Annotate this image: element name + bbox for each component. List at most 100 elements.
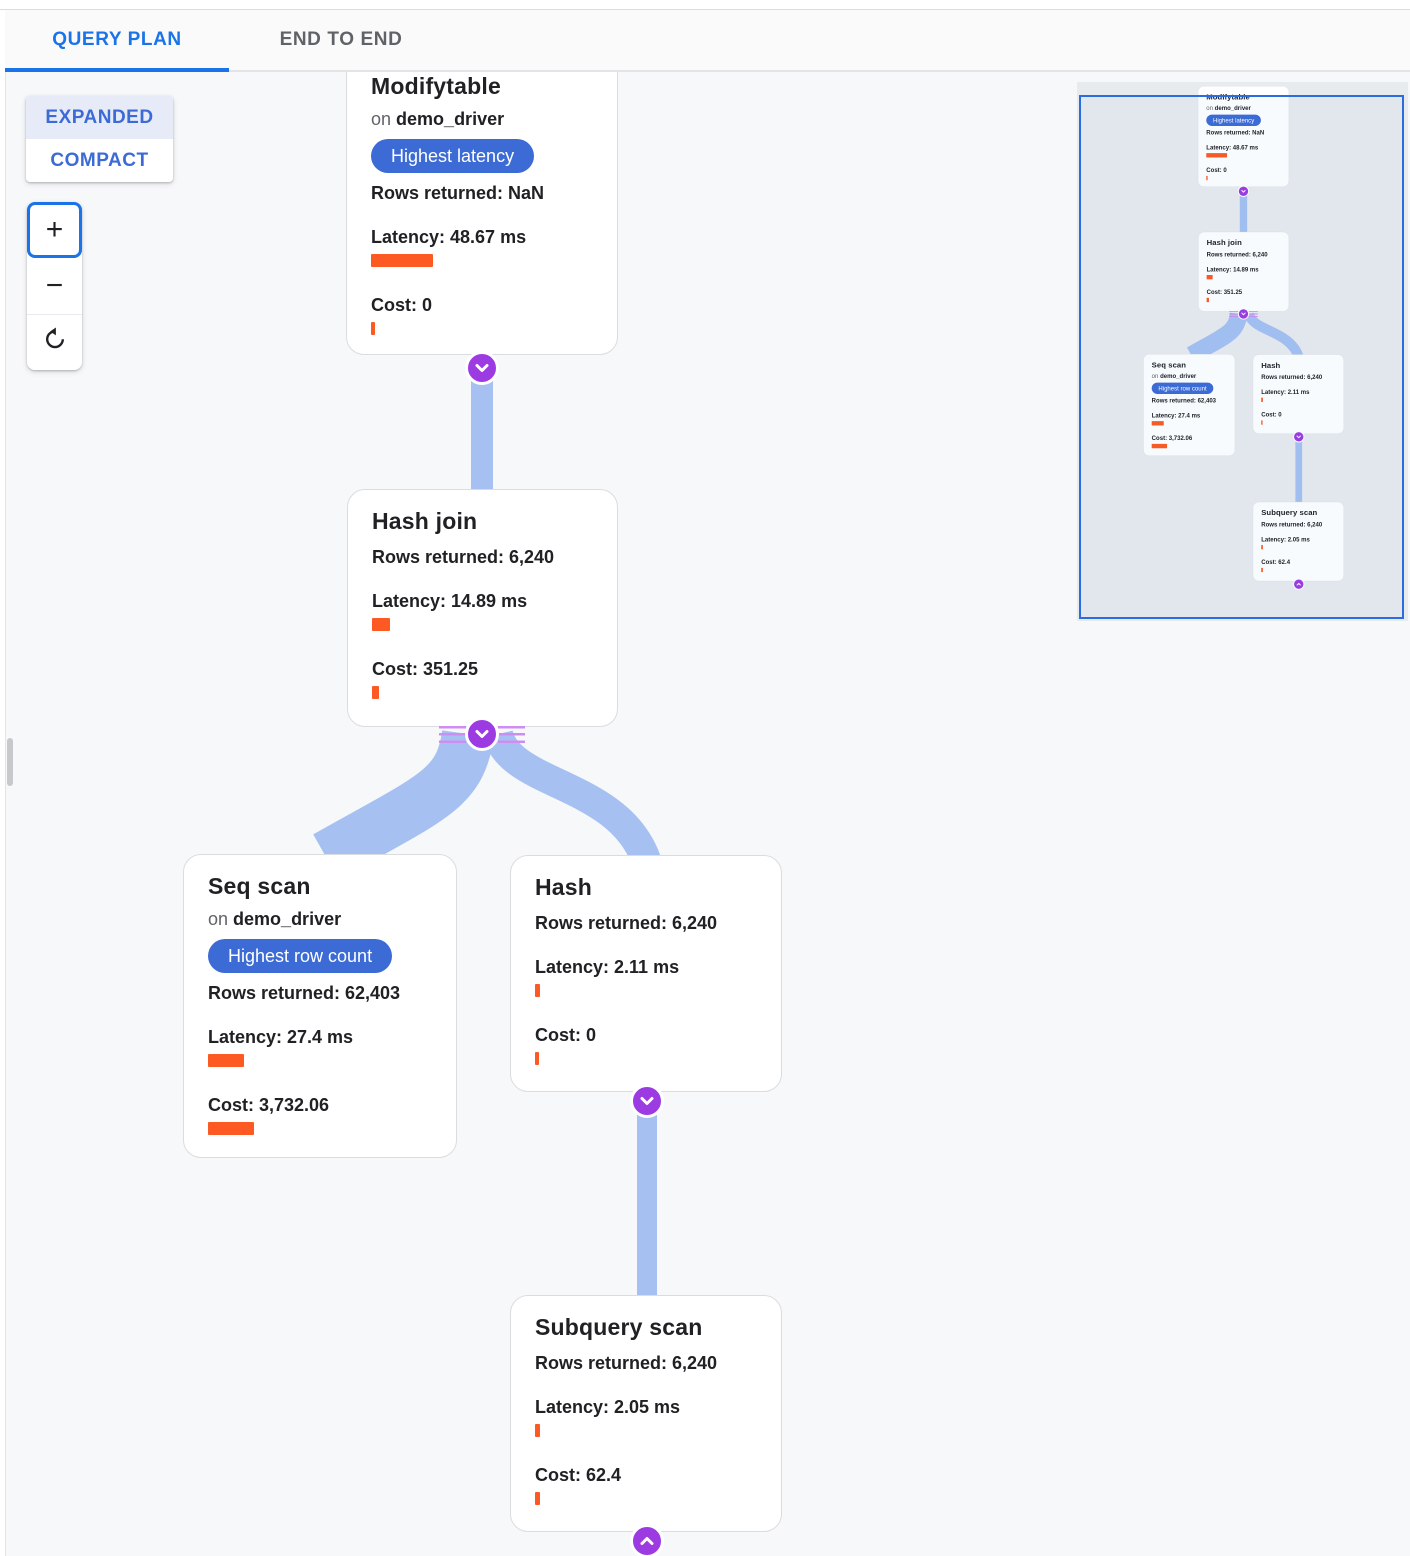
cost-value: Cost: 0 (535, 1025, 597, 1045)
highest-row-count-badge: Highest row count (1151, 382, 1214, 394)
rows-returned: Rows returned: 6,240 (1206, 251, 1268, 258)
minimap[interactable]: Modifytable on demo_driver Highest laten… (1077, 82, 1408, 621)
tab-end-to-end[interactable]: END TO END (279, 29, 403, 50)
reset-icon (42, 326, 68, 360)
latency-value: Latency: 2.05 ms (1261, 535, 1310, 543)
node-title: Hash (1261, 360, 1281, 370)
node-title: Hash join (1206, 238, 1242, 247)
latency-bar (208, 1054, 244, 1067)
rows-returned: Rows returned: 6,240 (1261, 373, 1323, 381)
node-title: Subquery scan (535, 1314, 703, 1340)
edge-lines-left (1229, 311, 1239, 317)
tab-query-plan[interactable]: QUERY PLAN (52, 29, 182, 50)
window-top-divider (0, 0, 1410, 10)
plan-node-seq-scan: Seq scan on demo_driver Highest row coun… (1143, 354, 1236, 456)
edge-lines-right (498, 726, 525, 743)
cost-bar (208, 1122, 254, 1135)
query-plan-canvas[interactable]: Modifytable on demo_driver Highest laten… (0, 72, 1410, 1556)
latency-value: Latency: 27.4 ms (208, 1027, 354, 1047)
left-panel-divider (0, 9, 6, 1556)
node-table: on demo_driver (1151, 372, 1197, 380)
node-title: Hash (535, 874, 593, 900)
vertical-scrollbar-thumb[interactable] (7, 738, 13, 786)
expanded-toggle-button[interactable]: EXPANDED (26, 96, 173, 139)
node-title: Seq scan (208, 873, 311, 899)
plan-node-hash: Hash Rows returned: 6,240 Latency: 2.11 … (1252, 354, 1344, 434)
latency-value: Latency: 2.11 ms (1261, 388, 1310, 396)
reset-view-button[interactable] (27, 314, 82, 370)
latency-bar (1151, 421, 1164, 426)
expand-chevron-up-icon[interactable] (630, 1524, 664, 1556)
cost-bar (535, 1492, 540, 1505)
rows-returned: Rows returned: 62,403 (1151, 397, 1217, 405)
cost-bar (371, 322, 375, 335)
latency-bar (1206, 153, 1228, 158)
collapse-chevron-icon (1237, 185, 1250, 197)
cost-bar (1261, 420, 1263, 425)
rows-returned: Rows returned: 6,240 (372, 547, 555, 567)
node-table: on demo_driver (371, 109, 505, 129)
minimap-viewport-rect[interactable] (1079, 95, 1404, 619)
rows-returned: Rows returned: 6,240 (535, 1353, 718, 1373)
latency-value: Latency: 14.89 ms (1206, 265, 1259, 273)
latency-bar (372, 618, 390, 631)
cost-bar (372, 686, 379, 699)
rows-returned: Rows returned: 62,403 (208, 983, 401, 1003)
cost-value: Cost: 0 (1261, 411, 1282, 419)
compact-toggle-button[interactable]: COMPACT (50, 149, 149, 171)
latency-bar (1261, 397, 1263, 402)
expand-chevron-up-icon (1293, 578, 1305, 590)
plan-node-hash[interactable]: Hash Rows returned: 6,240 Latency: 2.11 … (510, 855, 782, 1092)
latency-value: Latency: 27.4 ms (1151, 412, 1201, 419)
latency-value: Latency: 14.89 ms (372, 591, 528, 611)
cost-bar (1206, 297, 1209, 303)
cost-bar (1206, 175, 1208, 181)
highest-row-count-badge: Highest row count (208, 939, 393, 973)
layout-toggle: EXPANDED COMPACT (26, 96, 173, 182)
collapse-chevron-icon[interactable] (465, 351, 499, 385)
collapse-chevron-icon (1237, 308, 1250, 320)
plan-node-modifytable[interactable]: Modifytable on demo_driver Highest laten… (346, 72, 618, 355)
plan-node-seq-scan[interactable]: Seq scan on demo_driver Highest row coun… (183, 854, 457, 1158)
node-table: on demo_driver (1206, 104, 1251, 112)
cost-value: Cost: 0 (1206, 166, 1227, 174)
cost-bar (535, 1052, 539, 1065)
latency-value: Latency: 48.67 ms (371, 227, 527, 247)
plan-node-subquery-scan: Subquery scan Rows returned: 6,240 Laten… (1252, 501, 1344, 582)
node-title: Modifytable (371, 73, 501, 99)
rows-returned: Rows returned: 6,240 (1261, 521, 1323, 528)
zoom-out-button[interactable]: − (27, 258, 82, 314)
highest-latency-badge: Highest latency (1206, 114, 1261, 126)
cost-value: Cost: 62.4 (1261, 558, 1291, 566)
rows-returned: Rows returned: NaN (371, 183, 545, 203)
cost-value: Cost: 3,732.06 (1151, 434, 1193, 442)
latency-bar (371, 254, 433, 267)
active-tab-indicator (5, 68, 229, 72)
node-title: Hash join (372, 508, 478, 534)
rows-returned: Rows returned: NaN (1206, 129, 1265, 137)
tab-bar: QUERY PLAN END TO END (5, 10, 1410, 72)
plan-node-subquery-scan[interactable]: Subquery scan Rows returned: 6,240 Laten… (510, 1295, 782, 1532)
edge-lines-left (439, 726, 466, 743)
cost-value: Cost: 351.25 (1206, 288, 1243, 296)
latency-value: Latency: 2.11 ms (535, 957, 680, 977)
cost-value: Cost: 62.4 (535, 1465, 622, 1485)
cost-value: Cost: 3,732.06 (208, 1095, 330, 1115)
node-title: Seq scan (1151, 360, 1187, 370)
latency-value: Latency: 48.67 ms (1206, 144, 1259, 151)
collapse-chevron-icon[interactable] (465, 717, 499, 751)
rows-returned: Rows returned: 6,240 (535, 913, 718, 933)
plan-node-hash-join[interactable]: Hash join Rows returned: 6,240 Latency: … (347, 489, 618, 727)
latency-bar (1206, 275, 1213, 280)
plan-edges (1186, 188, 1304, 504)
collapse-chevron-icon (1293, 431, 1305, 443)
collapse-chevron-icon[interactable] (630, 1084, 664, 1118)
latency-value: Latency: 2.05 ms (535, 1397, 681, 1417)
node-table: on demo_driver (208, 909, 342, 929)
cost-bar (1151, 443, 1168, 449)
latency-bar (1261, 545, 1263, 550)
latency-bar (535, 984, 540, 997)
zoom-in-button[interactable]: + (27, 202, 82, 258)
plan-node-hash-join: Hash join Rows returned: 6,240 Latency: … (1198, 231, 1290, 312)
edge-lines-right (1248, 311, 1258, 317)
